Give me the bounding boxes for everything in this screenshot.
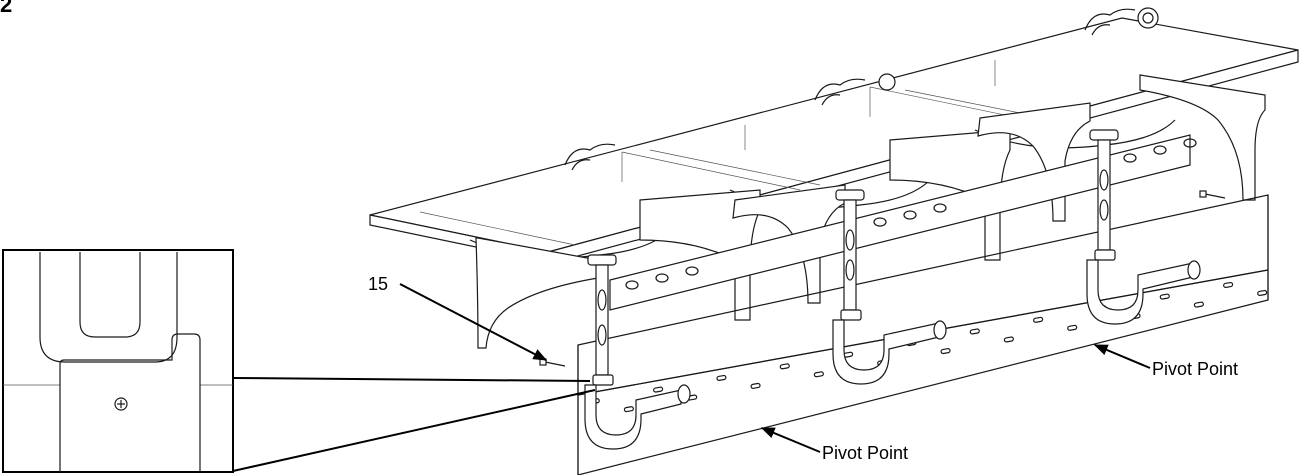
frame-slot bbox=[940, 348, 951, 355]
p-trap-middle bbox=[832, 189, 947, 385]
mounting-rails bbox=[609, 134, 1197, 311]
pivot-point-label-right: Pivot Point bbox=[1152, 359, 1238, 379]
frame-slot bbox=[1067, 324, 1078, 331]
frame-slot bbox=[716, 374, 727, 381]
faucet-handles bbox=[564, 7, 1159, 171]
part-15-leader bbox=[399, 283, 548, 361]
p-trap-right bbox=[1086, 129, 1201, 325]
frame-slot bbox=[1223, 281, 1234, 289]
frame-slot bbox=[1033, 316, 1044, 323]
p-trap-left bbox=[584, 254, 691, 450]
frame-slot bbox=[653, 386, 664, 393]
frame-slot bbox=[969, 328, 980, 335]
pivot-point-right-leader bbox=[1093, 344, 1151, 369]
part-number-label: 15 bbox=[368, 274, 388, 294]
frame-slot bbox=[750, 382, 761, 389]
pivot-point-bottom-leader bbox=[760, 427, 821, 453]
screw-right bbox=[1199, 190, 1226, 199]
frame-slot bbox=[1257, 289, 1268, 297]
step-number: 2 bbox=[0, 0, 13, 17]
screw-left bbox=[539, 358, 566, 367]
frame-slot bbox=[779, 363, 790, 370]
detail-inset bbox=[2, 249, 234, 473]
frame-slot bbox=[1159, 293, 1170, 300]
zoom-lines bbox=[232, 377, 596, 472]
frame-slot bbox=[1003, 336, 1014, 343]
frame-slot bbox=[623, 406, 634, 413]
frame-slot bbox=[1193, 301, 1204, 308]
frame-slots bbox=[589, 281, 1268, 413]
pivot-point-label-bottom: Pivot Point bbox=[822, 443, 908, 463]
frame-slot bbox=[813, 371, 824, 378]
